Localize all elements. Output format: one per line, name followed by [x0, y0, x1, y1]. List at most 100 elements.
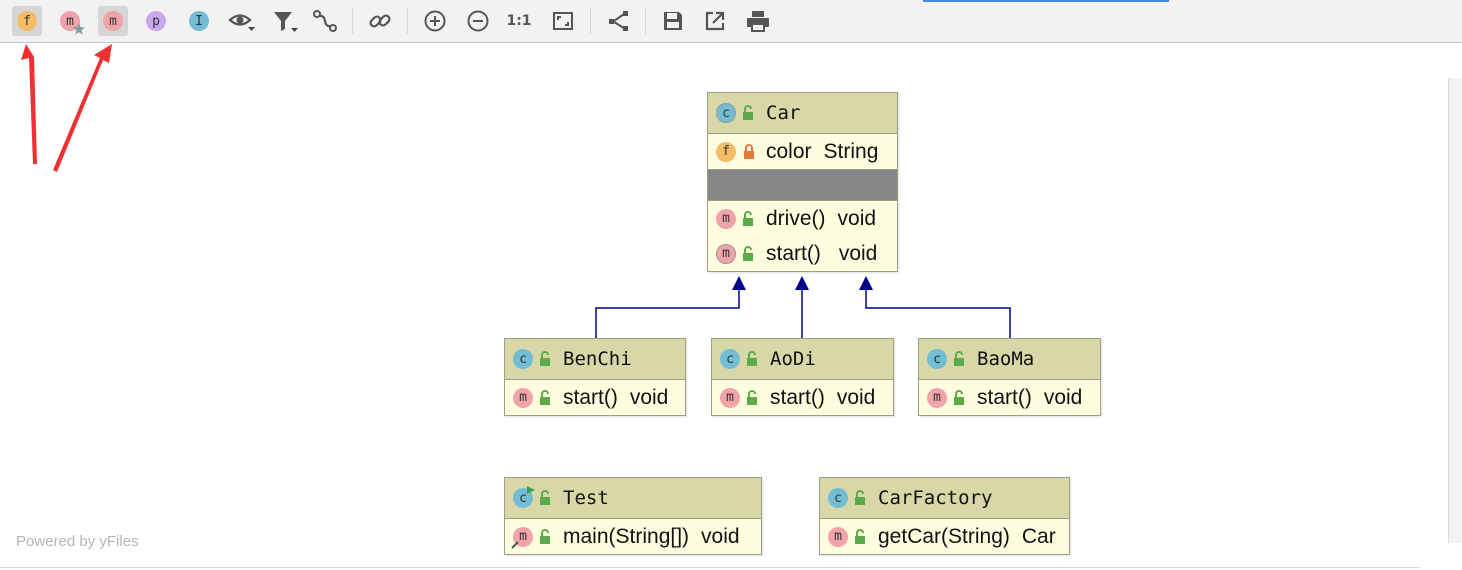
method-row[interactable]: m getCar(String) Car: [820, 519, 1069, 554]
save-icon: [664, 12, 682, 30]
class-node-carfactory[interactable]: c CarFactory m getCar(String) Car: [819, 477, 1070, 555]
public-lock-icon: [540, 389, 550, 405]
method-name: main(String[]): [563, 524, 690, 548]
fields-section: f color String: [708, 134, 897, 170]
funnel-icon: [274, 12, 298, 32]
public-lock-icon: [540, 490, 550, 505]
class-node-car[interactable]: c Car f color String m: [707, 92, 898, 272]
public-lock-icon: [540, 528, 550, 544]
filter-button[interactable]: [270, 6, 300, 36]
constructor-icon: m: [60, 11, 85, 35]
edge-routing-button[interactable]: [310, 6, 340, 36]
method-return-type: void: [838, 241, 878, 265]
inheritance-edge-aodi-car: [795, 276, 809, 339]
annotation-arrow-fields: [21, 44, 37, 164]
method-row[interactable]: m start() void: [919, 380, 1100, 415]
method-row[interactable]: m start() void: [505, 380, 685, 415]
class-header: c BenChi: [505, 339, 685, 380]
class-node-aodi[interactable]: c AoDi m start() void: [711, 338, 894, 416]
method-icon: m: [828, 526, 848, 547]
layout-icon: [609, 11, 628, 31]
public-lock-icon: [747, 389, 757, 405]
field-row[interactable]: f color String: [708, 134, 897, 169]
save-button[interactable]: [658, 6, 688, 36]
property-icon: p: [146, 11, 166, 31]
method-row[interactable]: m drive() void: [708, 201, 897, 236]
class-name: AoDi: [770, 348, 816, 370]
method-row[interactable]: m start() void: [708, 236, 897, 271]
layout-button[interactable]: [603, 6, 633, 36]
method-icon: m: [103, 11, 123, 31]
public-lock-icon: [743, 105, 753, 120]
method-icon: m: [513, 387, 533, 408]
print-icon: [747, 11, 769, 32]
class-name: BenChi: [563, 348, 632, 370]
toolbar-separator: [352, 8, 353, 34]
edge-icon: [313, 10, 337, 32]
method-row[interactable]: m start() void: [712, 380, 893, 415]
zoom-in-button[interactable]: [420, 6, 450, 36]
zoom-out-icon: [467, 10, 489, 32]
export-button[interactable]: [700, 6, 730, 36]
method-return-type: void: [1043, 385, 1083, 409]
method-return-type: void: [836, 385, 876, 409]
class-node-baoma[interactable]: c BaoMa m start() void: [918, 338, 1101, 416]
public-lock-icon: [743, 245, 753, 261]
class-header: c CarFactory: [820, 478, 1069, 519]
method-return-type: void: [837, 206, 877, 230]
static-method-icon: m: [511, 526, 533, 549]
method-icon: m: [720, 387, 740, 408]
class-name: CarFactory: [878, 487, 993, 509]
class-icon: c: [720, 349, 740, 369]
public-lock-icon: [855, 490, 865, 505]
method-name: getCar(String): [878, 524, 1010, 548]
eye-icon: [228, 14, 255, 31]
fit-content-button[interactable]: [548, 6, 578, 36]
show-properties-button[interactable]: p: [141, 6, 171, 36]
method-row[interactable]: m main(String[]) void: [505, 519, 761, 554]
public-lock-icon: [954, 351, 964, 366]
method-return-type: void: [629, 385, 669, 409]
zoom-out-button[interactable]: [463, 6, 493, 36]
toolbar-separator: [645, 8, 646, 34]
powered-by-label: Powered by yFiles: [16, 533, 139, 550]
vertical-scrollbar[interactable]: [1448, 78, 1462, 543]
export-icon: [705, 11, 725, 31]
class-header: c BaoMa: [919, 339, 1100, 380]
method-return-type: Car: [1021, 524, 1056, 548]
field-icon: f: [716, 141, 736, 162]
methods-section: m drive() void m start() void: [708, 201, 897, 271]
public-lock-icon: [747, 351, 757, 366]
tab-accent-line: [923, 0, 1169, 2]
public-lock-icon: [540, 351, 550, 366]
show-dependencies-button[interactable]: [365, 6, 395, 36]
private-lock-icon: [744, 143, 754, 159]
show-inner-classes-button[interactable]: I: [184, 6, 214, 36]
show-methods-button[interactable]: m: [98, 6, 128, 36]
field-name: color: [766, 139, 812, 163]
class-node-test[interactable]: c Test m main(String[]) void: [504, 477, 762, 555]
class-header: c Test: [505, 478, 761, 519]
visibility-button[interactable]: [227, 6, 257, 36]
class-name: BaoMa: [977, 348, 1035, 370]
inheritance-edge-benchi-car: [595, 276, 746, 339]
print-button[interactable]: [743, 6, 773, 36]
class-node-benchi[interactable]: c BenChi m start() void: [504, 338, 686, 416]
zoom-in-icon: [424, 10, 446, 32]
toolbar-separator: [590, 8, 591, 34]
show-constructors-button[interactable]: m: [55, 6, 85, 36]
class-icon: c: [513, 349, 533, 369]
method-icon: m: [716, 208, 736, 229]
show-fields-button[interactable]: f: [12, 6, 42, 36]
fit-content-icon: [553, 12, 573, 30]
public-lock-icon: [743, 210, 753, 226]
abstract-class-icon: c: [716, 103, 736, 123]
constructors-section: [708, 170, 897, 201]
inner-class-icon: I: [189, 11, 209, 31]
actual-size-button[interactable]: 1:1: [504, 6, 534, 36]
class-icon: c: [828, 488, 848, 508]
link-icon: [369, 14, 391, 28]
public-lock-icon: [954, 389, 964, 405]
class-name: Test: [563, 487, 609, 509]
